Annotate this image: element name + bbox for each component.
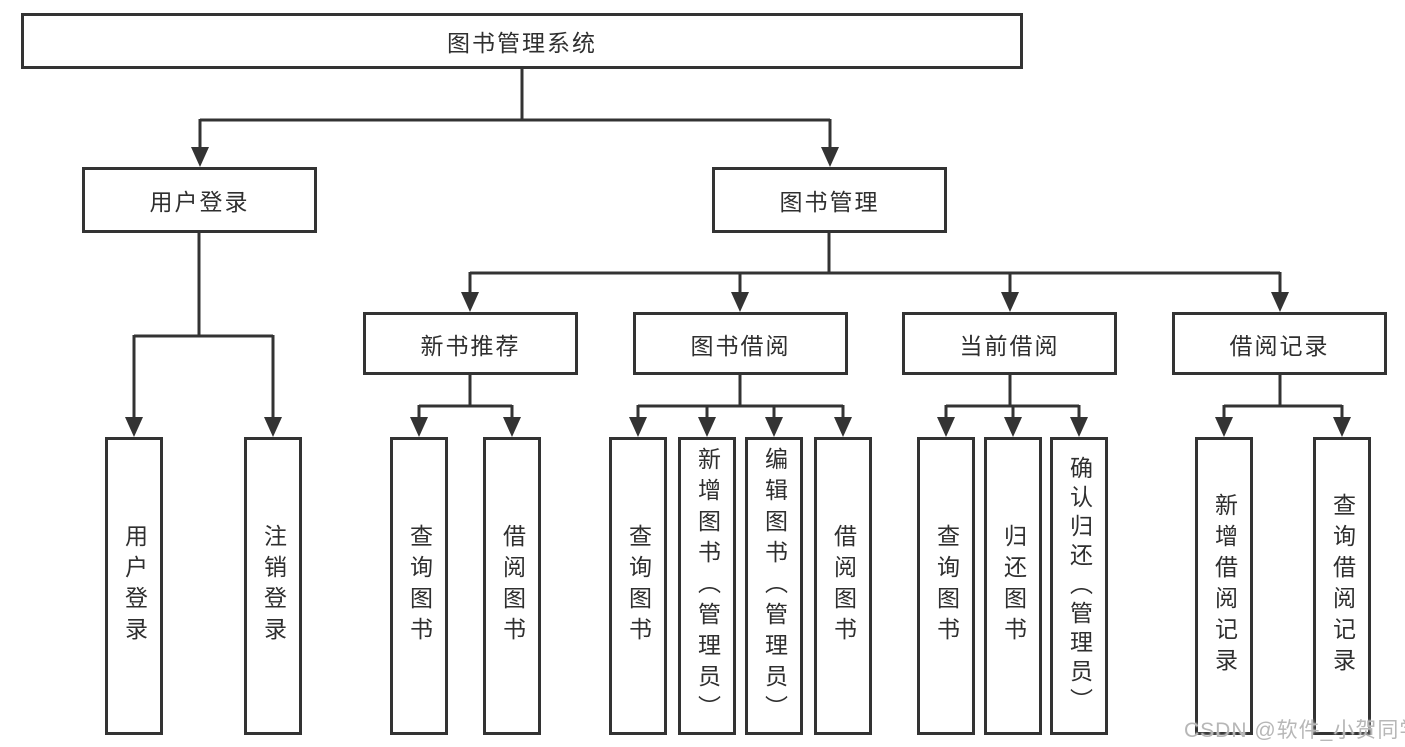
node-return-book-label: 归还图书 xyxy=(1000,524,1027,648)
node-current-borrowing-label: 当前借阅 xyxy=(959,332,1060,359)
node-edit-book-admin-label: 编辑图书（管理员） xyxy=(761,446,788,726)
node-logout: 注销登录 xyxy=(244,437,302,735)
node-add-book-admin-label: 新增图书（管理员） xyxy=(694,446,721,726)
node-borrowing-records: 借阅记录 xyxy=(1172,312,1387,375)
node-borrow-book: 借阅图书 xyxy=(814,437,872,735)
csdn-watermark: CSDN @软件_小贺同学 xyxy=(1184,719,1405,742)
node-query-books-recommend-label: 查询图书 xyxy=(406,524,433,648)
node-new-book-recommend: 新书推荐 xyxy=(363,312,578,375)
node-borrowing-records-label: 借阅记录 xyxy=(1229,332,1330,359)
node-borrow-books-recommend: 借阅图书 xyxy=(483,437,541,735)
node-edit-book-admin: 编辑图书（管理员） xyxy=(745,437,803,735)
node-add-borrow-record-label: 新增借阅记录 xyxy=(1211,493,1238,679)
node-user-login-label: 用户登录 xyxy=(149,189,250,215)
node-borrow-book-label: 借阅图书 xyxy=(830,524,857,648)
node-logout-label: 注销登录 xyxy=(260,524,287,648)
node-query-books-borrowing-label: 查询图书 xyxy=(625,524,652,648)
node-book-borrowing: 图书借阅 xyxy=(633,312,848,375)
node-add-borrow-record: 新增借阅记录 xyxy=(1195,437,1253,735)
node-query-books-current: 查询图书 xyxy=(917,437,975,735)
node-user-login: 用户登录 xyxy=(82,167,317,233)
node-book-borrowing-label: 图书借阅 xyxy=(690,332,791,359)
node-confirm-return-admin: 确认归还（管理员） xyxy=(1050,437,1108,735)
node-new-book-recommend-label: 新书推荐 xyxy=(420,332,521,359)
node-query-borrow-record: 查询借阅记录 xyxy=(1313,437,1371,735)
node-borrow-books-recommend-label: 借阅图书 xyxy=(499,524,526,648)
arrowhead-icons xyxy=(125,147,1351,437)
node-root: 图书管理系统 xyxy=(21,13,1023,69)
node-query-books-recommend: 查询图书 xyxy=(390,437,448,735)
node-book-management: 图书管理 xyxy=(712,167,947,233)
node-query-books-current-label: 查询图书 xyxy=(933,524,960,648)
node-return-book: 归还图书 xyxy=(984,437,1042,735)
node-confirm-return-admin-label: 确认归还（管理员） xyxy=(1066,455,1093,717)
node-query-borrow-record-label: 查询借阅记录 xyxy=(1329,493,1356,679)
node-user-login-action: 用户登录 xyxy=(105,437,163,735)
node-query-books-borrowing: 查询图书 xyxy=(609,437,667,735)
node-book-management-label: 图书管理 xyxy=(779,189,880,215)
node-root-label: 图书管理系统 xyxy=(447,30,597,56)
node-user-login-action-label: 用户登录 xyxy=(121,524,148,648)
node-add-book-admin: 新增图书（管理员） xyxy=(678,437,736,735)
node-current-borrowing: 当前借阅 xyxy=(902,312,1117,375)
